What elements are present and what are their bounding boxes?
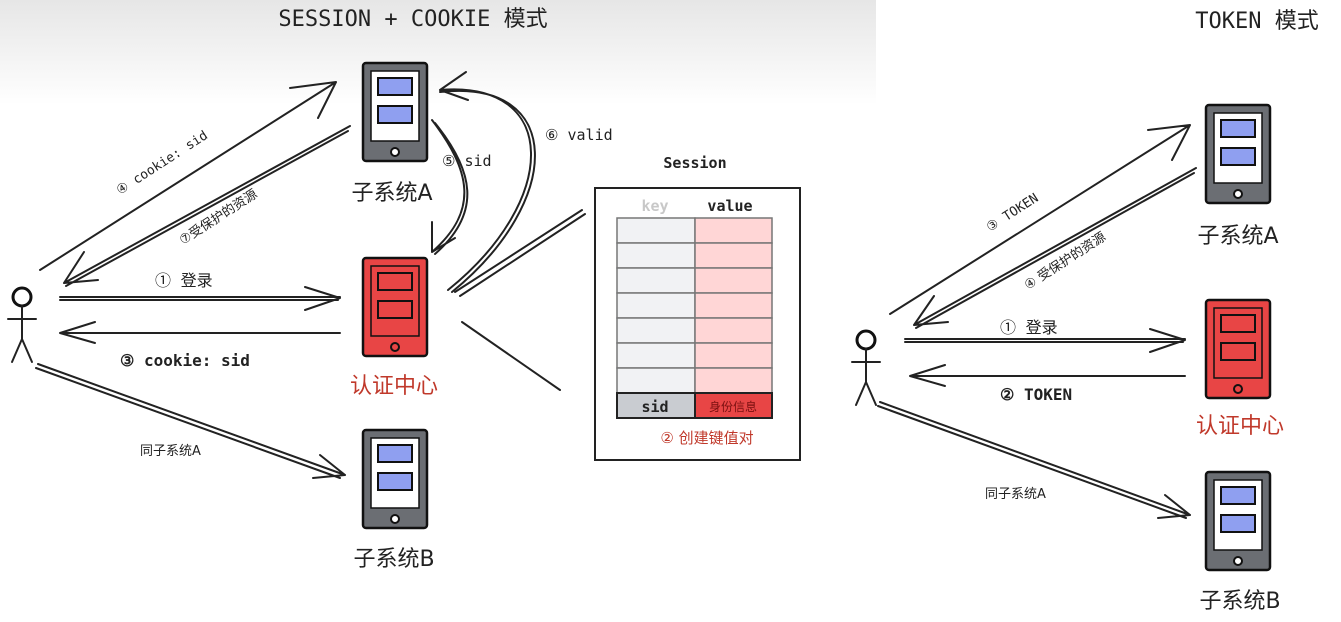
sid-value-text: 身份信息 [709,399,757,414]
key-header: key [641,197,668,215]
arrow-step6 [439,71,536,293]
arrow-same-as-a [35,363,346,479]
session-store-title: Session [663,154,726,172]
token-arrow-same-as-a-label: 同子系统A [985,487,1046,502]
session-value-cell [694,267,773,294]
session-connector-lines [454,209,586,391]
session-key-cell [616,242,696,269]
arrow-step7 [63,125,351,287]
auth-center-label: 认证中心 [350,374,438,399]
subsystem-a-label: 子系统A [351,181,432,206]
token-arrow-step1 [904,328,1186,353]
user-stick-figure-icon [6,286,38,364]
session-key-cell [616,317,696,344]
token-subsystem-b-label: 子系统B [1199,589,1280,614]
arrow-step3 [59,321,341,344]
session-key-cell [616,217,696,244]
session-key-cell [616,367,696,394]
session-key-cell [616,267,696,294]
session-value-cell [694,317,773,344]
token-arrow-step1-label: ① 登录 [1000,318,1058,337]
session-table [616,217,773,394]
token-auth-center-label: 认证中心 [1196,414,1284,439]
arrow-step5-label: ⑤ sid [442,152,492,170]
token-arrow-step2 [909,364,1186,387]
session-value-cell [694,367,773,394]
token-auth-center-device-icon [1204,298,1272,400]
arrow-step1 [59,286,341,311]
session-value-cell [694,342,773,369]
session-value-cell [694,217,773,244]
session-value-cell [694,292,773,319]
token-subsystem-a-label: 子系统A [1197,224,1278,249]
subsystem-b-device-icon [361,428,429,530]
arrow-step4 [39,81,337,271]
token-subsystem-b-device-icon [1204,470,1272,572]
token-subsystem-a-device-icon [1204,103,1272,205]
token-arrow-step3 [889,124,1191,315]
session-store-caption: ② 创建键值对 [660,429,753,447]
session-key-cell [616,292,696,319]
subsystem-a-device-icon [361,61,429,163]
token-mode-title: TOKEN 模式 [1195,9,1318,34]
arrow-step1-label: ① 登录 [155,271,213,290]
title-band [0,0,876,105]
token-user-stick-figure-icon [850,329,882,407]
session-key-cell [616,342,696,369]
sid-key-text: sid [641,398,668,416]
auth-center-device-icon [361,256,429,358]
token-arrow-step4 [913,167,1197,329]
token-arrow-step3-label: ③ TOKEN [984,191,1041,236]
sid-value-cell [694,392,773,419]
arrow-step5 [431,119,469,255]
token-arrow-step2-label: ② TOKEN [1000,385,1072,404]
value-header: value [707,197,752,215]
arrow-step6-label: ⑥ valid [545,126,613,144]
session-value-cell [694,242,773,269]
token-arrow-same-as-a [877,401,1191,519]
subsystem-b-label: 子系统B [353,547,434,572]
arrow-step4-label: ④ cookie: sid [114,128,211,198]
session-mode-title: SESSION + COOKIE 模式 [278,7,547,32]
arrow-same-as-a-label: 同子系统A [140,444,201,459]
arrow-step3-label: ③ cookie: sid [120,351,250,370]
